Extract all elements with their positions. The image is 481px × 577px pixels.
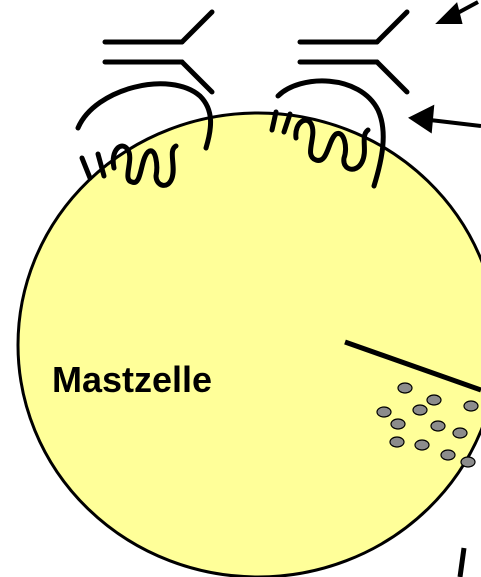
granule [390, 437, 404, 447]
granule [377, 407, 391, 417]
mast-cell: Mastzelle [18, 113, 481, 577]
granule [427, 395, 441, 405]
granule [415, 440, 429, 450]
arrow-middle-icon [412, 108, 481, 130]
granule [413, 405, 427, 415]
arrow-top-icon [440, 2, 478, 22]
granule [453, 428, 467, 438]
cell-label: Mastzelle [52, 359, 212, 400]
granule [464, 401, 478, 411]
granule [398, 383, 412, 393]
mast-cell-body [18, 113, 481, 577]
granule [431, 421, 445, 431]
antibody-left-icon [105, 12, 212, 92]
bottom-pointer-line [460, 548, 464, 577]
granule [441, 450, 455, 460]
granule [391, 419, 405, 429]
granule [461, 457, 475, 467]
